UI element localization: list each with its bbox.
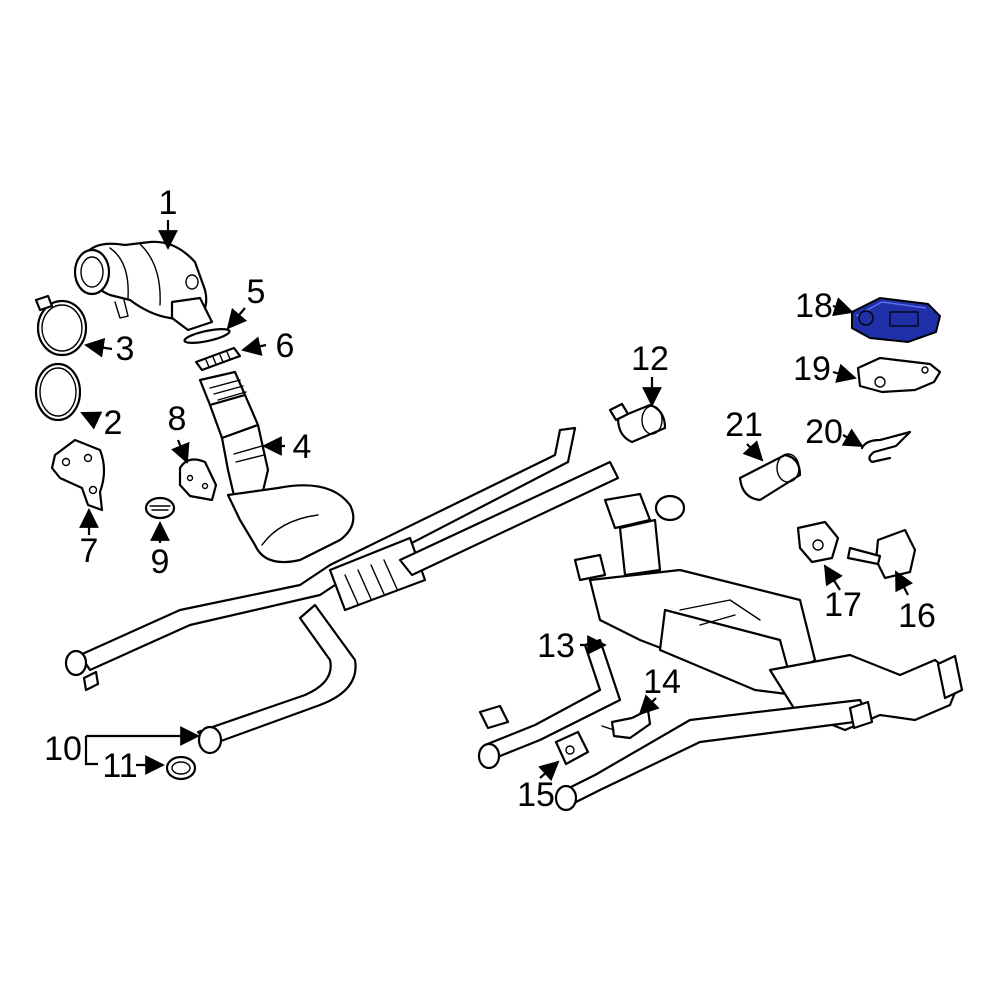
- part-15-hanger[interactable]: [554, 730, 590, 766]
- callout-3: 3: [116, 330, 135, 368]
- callout-labels: 1 2 3 4 5 6 7 8 9 10 11 12 13 14 15 16 1…: [44, 184, 936, 814]
- callout-6: 6: [276, 327, 295, 365]
- callout-16: 16: [898, 597, 936, 635]
- part-3-band-clamp[interactable]: [34, 294, 88, 357]
- part-20-clip[interactable]: [860, 430, 912, 464]
- part-21-sleeve[interactable]: [738, 453, 802, 502]
- part-12-sleeve-clamp[interactable]: [608, 402, 667, 444]
- part-1-catalytic-converter[interactable]: [73, 240, 214, 332]
- leader-6: [241, 336, 267, 356]
- leader-17: [823, 564, 843, 591]
- leader-8: [171, 439, 190, 464]
- callout-2: 2: [104, 404, 123, 442]
- callout-8: 8: [168, 400, 187, 438]
- leader-21: [742, 440, 764, 462]
- callout-12: 12: [631, 340, 669, 378]
- callout-5: 5: [247, 273, 266, 311]
- callout-14: 14: [643, 663, 681, 701]
- leader-2: [80, 411, 103, 430]
- callout-17: 17: [824, 586, 862, 624]
- center-pipe-resonator[interactable]: [64, 426, 620, 755]
- part-11-clamp[interactable]: [165, 755, 197, 781]
- leader-20: [841, 428, 864, 447]
- callout-20: 20: [805, 413, 843, 451]
- part-17-hanger-bracket[interactable]: [796, 520, 840, 564]
- part-16-bracket[interactable]: [846, 528, 917, 580]
- part-13-rear-muffler[interactable]: [477, 492, 964, 812]
- leader-19: [832, 363, 857, 383]
- callout-18: 18: [795, 287, 833, 325]
- part-6-spring-seal[interactable]: [194, 346, 242, 372]
- part-10-pipe-end[interactable]: [82, 670, 100, 692]
- part-14-mount-bracket[interactable]: [601, 708, 652, 740]
- callout-11: 11: [102, 747, 137, 785]
- part-2-gasket[interactable]: [34, 362, 82, 422]
- callout-4: 4: [293, 428, 312, 466]
- leader-3: [84, 337, 113, 358]
- leader-18: [832, 297, 854, 317]
- part-19-mounting-bracket[interactable]: [856, 356, 942, 394]
- part-4-front-pipe[interactable]: [198, 370, 355, 564]
- callout-19: 19: [793, 350, 831, 388]
- leader-10: [84, 736, 198, 766]
- callout-9: 9: [151, 543, 170, 581]
- part-18-control-unit[interactable]: [851, 296, 942, 344]
- callout-1: 1: [159, 184, 178, 222]
- leader-16: [895, 570, 914, 596]
- part-7-bracket[interactable]: [50, 438, 106, 512]
- leader-15: [538, 760, 560, 782]
- callout-13: 13: [537, 627, 575, 665]
- callout-21: 21: [725, 406, 763, 444]
- leader-5: [226, 307, 248, 330]
- callout-15: 15: [517, 776, 555, 814]
- part-9-grommet[interactable]: [144, 496, 176, 520]
- leader-14: [638, 694, 660, 716]
- leader-lines: [79, 220, 914, 782]
- callout-7: 7: [80, 532, 99, 570]
- callout-10: 10: [44, 730, 82, 768]
- part-8-heat-shield[interactable]: [178, 458, 218, 502]
- part-5-seal-ring[interactable]: [183, 326, 231, 345]
